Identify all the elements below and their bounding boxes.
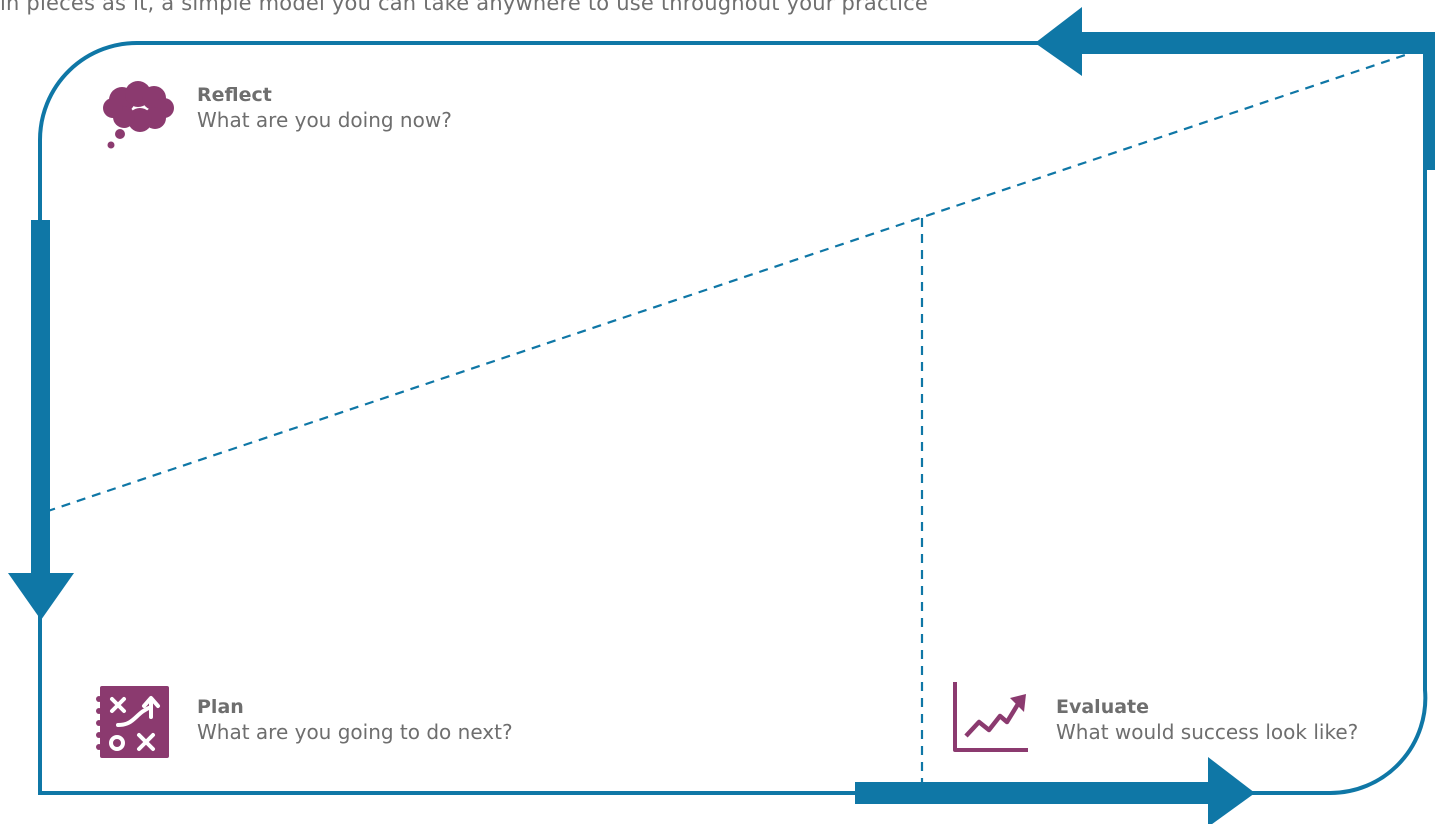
arrow-bottom-right (855, 757, 1255, 824)
evaluate-section: Evaluate What would success look like? (1056, 695, 1358, 745)
rising-chart-icon (953, 682, 1028, 752)
cycle-border (38, 40, 1428, 796)
arrow-top-left (1035, 7, 1435, 170)
reflect-prompt: What are you doing now? (197, 108, 452, 132)
evaluate-prompt: What would success look like? (1056, 720, 1359, 744)
arrow-left-down (8, 220, 74, 620)
plan-prompt: What are you going to do next? (197, 720, 513, 744)
thought-cloud-icon (103, 81, 174, 149)
evaluate-title: Evaluate (1056, 696, 1150, 718)
strategy-board-icon (96, 686, 169, 758)
plan-section: Plan What are you going to do next? (197, 695, 513, 745)
diagonal-divider (44, 48, 1421, 514)
reflect-title: Reflect (197, 84, 272, 106)
intro-text: in pieces as it, a simple model you can … (0, 0, 929, 15)
plan-title: Plan (197, 696, 244, 718)
reflect-section: Reflect What are you doing now? (197, 83, 452, 133)
